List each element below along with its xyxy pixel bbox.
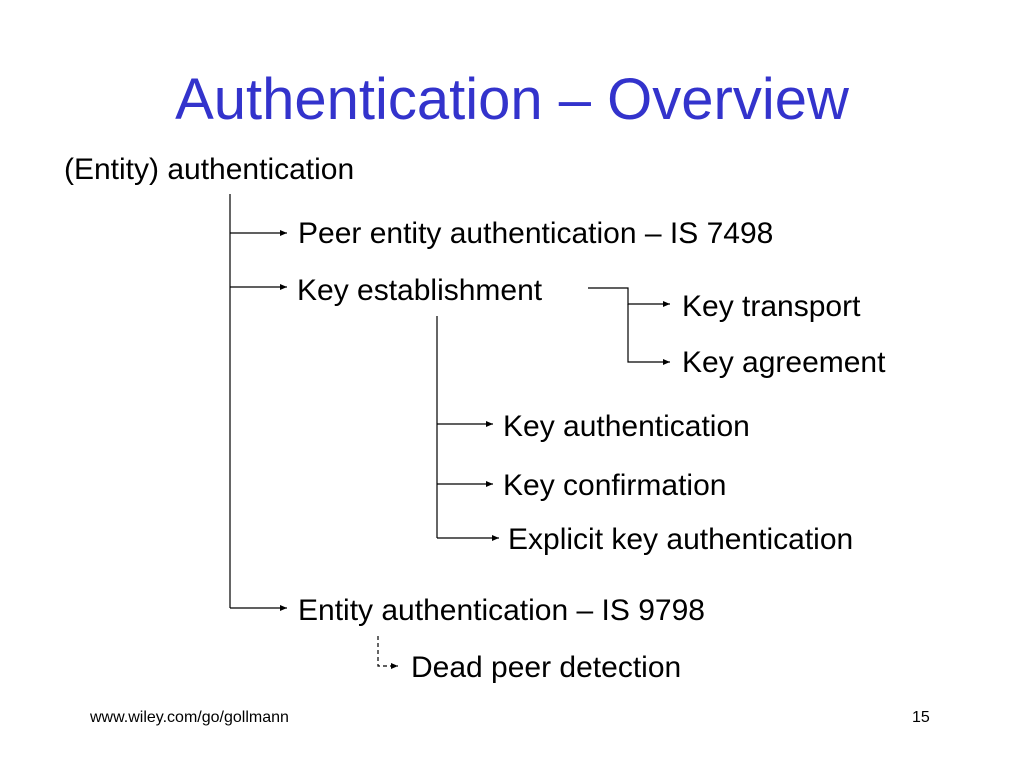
node-key-transport: Key transport: [682, 290, 861, 323]
branch-key-agreement: [627, 304, 670, 365]
node-key-authentication: Key authentication: [503, 410, 750, 443]
footer-url: www.wiley.com/go/gollmann: [90, 709, 289, 726]
slide-title: Authentication – Overview: [175, 67, 849, 132]
root-entity-authentication: (Entity) authentication: [64, 153, 355, 186]
node-dead-peer-detection: Dead peer detection: [411, 651, 682, 684]
dashed-dead-peer-link: [377, 636, 398, 669]
node-explicit-key-authentication: Explicit key authentication: [508, 523, 854, 556]
node-key-confirmation: Key confirmation: [503, 469, 727, 502]
node-peer-entity-authentication: Peer entity authentication – IS 7498: [298, 217, 774, 250]
branch-key-transport: [588, 287, 670, 307]
node-entity-authentication: Entity authentication – IS 9798: [298, 594, 705, 627]
node-key-establishment: Key establishment: [297, 274, 543, 307]
node-key-agreement: Key agreement: [682, 346, 886, 379]
page-number: 15: [912, 709, 930, 726]
